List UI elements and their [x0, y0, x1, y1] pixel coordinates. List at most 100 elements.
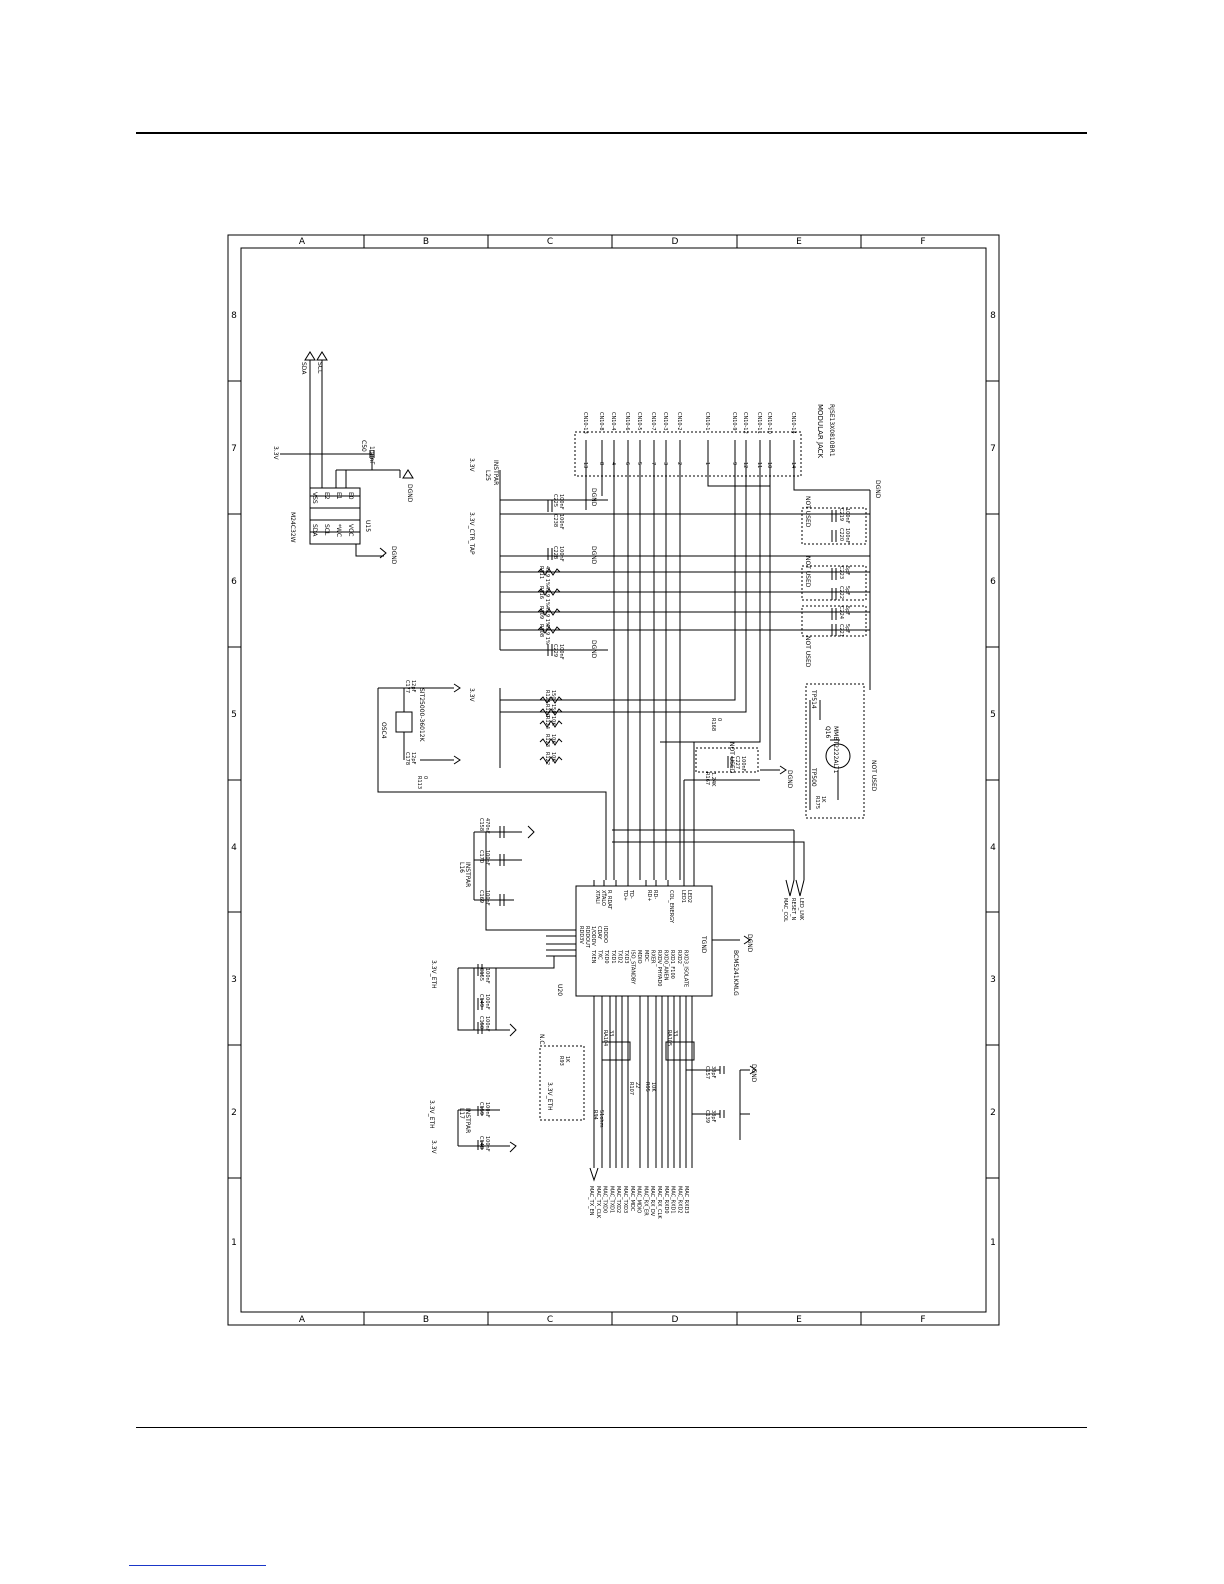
l16-ref: L16: [458, 862, 465, 873]
res-ref-r116: R116: [538, 586, 544, 599]
row-label-4-right: 4: [990, 843, 996, 853]
jack-pin-cn10-14: CN10-14: [790, 412, 796, 434]
jack-pin-num-5: 5: [636, 462, 642, 465]
net-3v3-jack: 3.3V: [468, 458, 475, 473]
mac-misc-led_lnk: LED_LNK: [798, 898, 804, 921]
misc-ref-r175: R175: [814, 796, 820, 809]
mac-signal-mac_rxd0: MAC_RXD0: [663, 1186, 669, 1214]
c50-value: 100nF: [368, 446, 375, 465]
jack-pin-cn10-12: CN10-12: [742, 412, 748, 434]
row-label-6: 6: [231, 577, 237, 587]
row-label-7-right: 7: [990, 444, 996, 454]
cap-ref-c221: C221: [838, 624, 844, 637]
phy-ref: U20: [556, 984, 563, 996]
row-label-7: 7: [231, 444, 237, 454]
part-value-c139: 33pF: [710, 1110, 716, 1123]
part-ref-c139: C139: [704, 1110, 710, 1123]
row-label-6-right: 6: [990, 577, 996, 587]
misc-value-r175: 1K: [820, 796, 826, 803]
phy-pin-col_energy: COL_ENERGY: [668, 890, 674, 924]
mac-signal-mac_txd0: MAC_TXD0: [602, 1186, 608, 1213]
jack-pin-num-2: 2: [676, 462, 682, 465]
cap-ref-c148: C148: [478, 1136, 484, 1149]
res-ref-r120: R120: [544, 704, 550, 717]
jack-outline: [574, 431, 802, 477]
cap-value-c228: 100nF: [558, 546, 564, 562]
res-ref-r123: R123: [544, 734, 550, 747]
jack-pin-num-9: 9: [731, 462, 737, 465]
phy-pin-txd1: TXD1: [610, 949, 616, 964]
jack-pin-num-14: 14: [790, 462, 796, 468]
part-ref-r94: R94: [592, 1110, 598, 1120]
eeprom-ref: U15: [364, 520, 371, 532]
row-label-3-right: 3: [990, 975, 996, 985]
net-dgnd-1: DGND: [590, 488, 597, 507]
misc-ref-r168: R168: [710, 718, 716, 731]
eeprom-pin-e0: E0: [347, 492, 354, 500]
misc-value-r167: 1.24K: [710, 772, 716, 787]
jack-pin-num-12: 12: [742, 462, 748, 468]
mac-signal-mac_txd3: MAC_TXD3: [622, 1186, 628, 1213]
phy-pin-txd0: TXD0: [603, 949, 609, 964]
part-value-ra104: 33: [608, 1030, 614, 1036]
res-value-r123: 10K: [550, 734, 556, 744]
l17-ref: L17: [458, 1108, 465, 1119]
jack-pin-num-1: 1: [704, 462, 710, 465]
cap-value-c219: 100nF: [844, 508, 850, 524]
net-dgnd-jack: DGND: [874, 480, 881, 499]
phy-part: BCM5241KMLG: [732, 950, 739, 996]
not-used-1: NOT USED: [804, 496, 811, 528]
net-scl: SCL: [316, 362, 323, 374]
part-value-c157: 33pF: [710, 1066, 716, 1079]
tp514: TP514: [810, 689, 817, 709]
res-ref-r108: R108: [538, 624, 544, 637]
jack-pin-cn10-2: CN10-2: [676, 412, 682, 431]
mac-misc-reset_n: RESET_N: [790, 898, 796, 921]
phy-pin-txc: TXC: [597, 949, 603, 960]
net-3v3-eeprom: 3.3V: [272, 446, 279, 461]
misc-ref-r113: R113: [416, 776, 422, 789]
l16-value: INSTPAR: [464, 862, 471, 887]
jack-pin-cn10-9: CN10-9: [731, 412, 737, 431]
cap-value-c223: 5pF: [844, 566, 850, 575]
eeprom-pin-vss: VSS: [311, 492, 318, 504]
res-ref-r111: R111: [538, 566, 544, 579]
phy-pin-iso_standby: ISO_STANDBY: [630, 950, 636, 985]
res-ref-r124: R124: [544, 716, 550, 729]
net-dgnd-eeprom: DGND: [406, 484, 413, 503]
res-value-r120: 150: [550, 704, 556, 714]
col-label-d: D: [672, 237, 679, 247]
phy-pin-rd+: RD+: [646, 890, 652, 902]
jack-pin-cn10-6: CN10-6: [624, 412, 630, 431]
cap-ref-c169: C169: [478, 890, 484, 903]
eeprom-pin-wc: *WC: [335, 524, 342, 537]
cap-ref-c150: C150: [478, 1016, 484, 1029]
net-dgnd-3: DGND: [590, 640, 597, 659]
osc-ref: OSC4: [380, 722, 387, 739]
q16-outline: [805, 683, 865, 819]
phy-pin-mdio: MDIO: [636, 950, 642, 964]
cap-ref-c228: C228: [552, 546, 558, 559]
cap-value-c158: 470nF: [484, 818, 490, 834]
mac-signal-mac_mdio: MAC_MDIO: [636, 1186, 642, 1213]
misc-value-c227: 100nF: [740, 756, 746, 772]
cap-ref-c159: C159: [478, 1102, 484, 1115]
cap-ref-c224: C224: [838, 606, 844, 619]
jack-pin-num-11: 11: [756, 462, 762, 468]
cap-value-c170: 100nF: [484, 850, 490, 866]
cap-ref-c229: C229: [552, 644, 558, 657]
l17-value: INSTPAR: [464, 1108, 471, 1133]
q16-part: MMBT2222ALT1: [832, 726, 839, 774]
cap-ref-c220: C220: [838, 528, 844, 541]
col-label-f-bottom: F: [920, 1315, 925, 1325]
col-label-e: E: [796, 237, 802, 247]
row-label-3: 3: [231, 975, 237, 985]
res-value-r124: 10K: [550, 716, 556, 726]
row-label-1: 1: [231, 1238, 237, 1248]
jack-pin-cn10-8: CN10-8: [598, 412, 604, 431]
col-label-a-bottom: A: [299, 1315, 306, 1325]
jack-pin-num-6: 6: [624, 462, 630, 465]
part-ref-ra104: RA104: [602, 1030, 608, 1046]
jack-pin-num-4: 4: [610, 462, 616, 465]
c50-ref: C50: [360, 440, 367, 452]
